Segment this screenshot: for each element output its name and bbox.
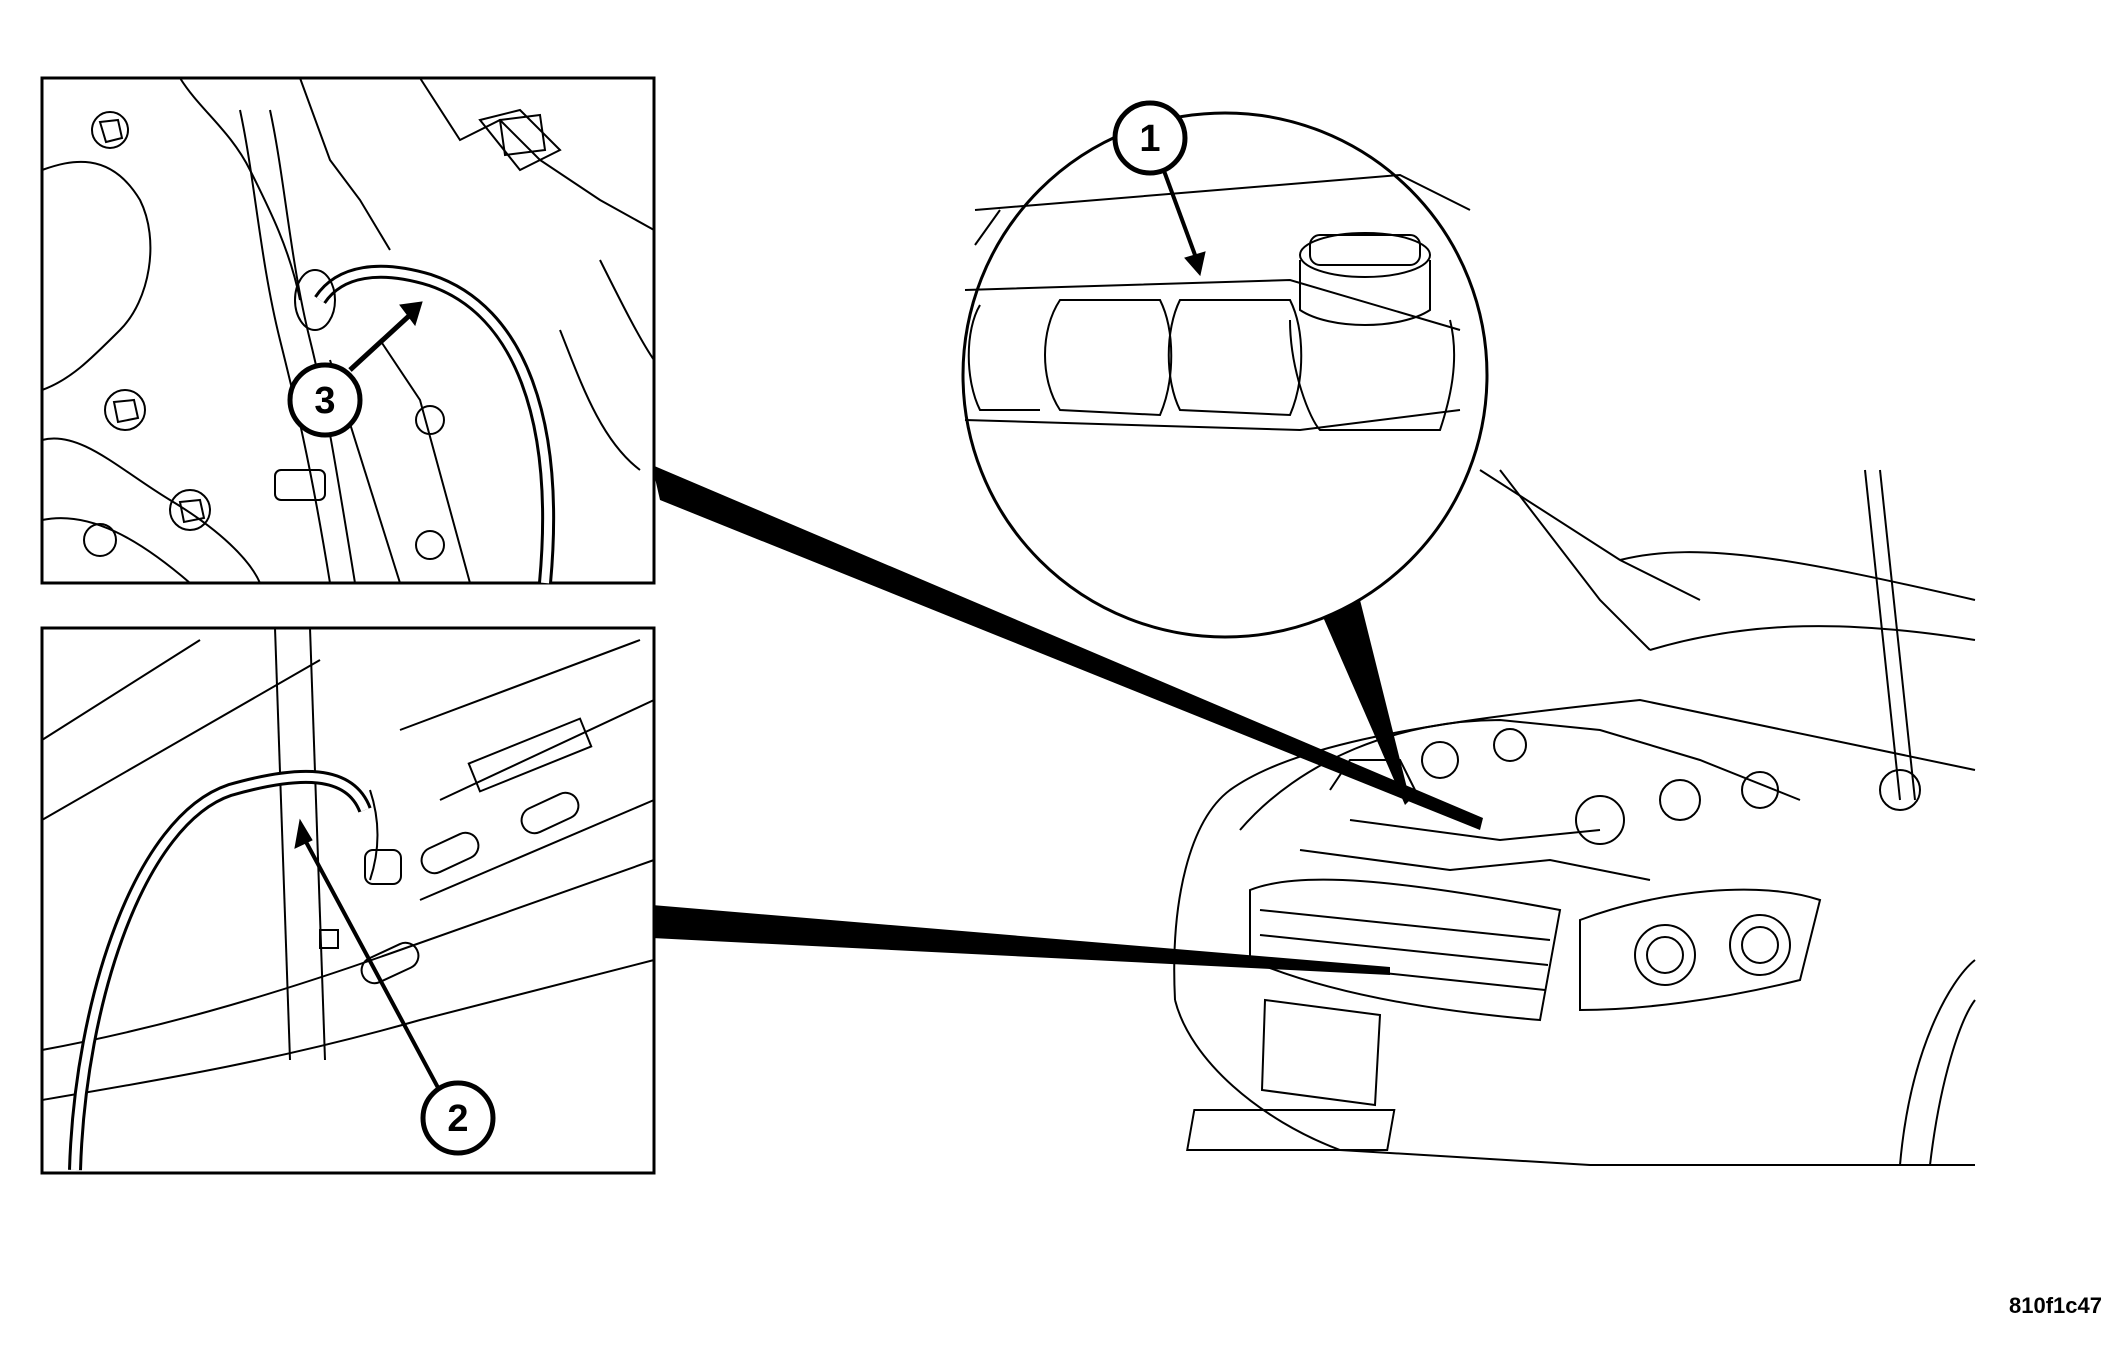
inset-lower-hose: [40, 626, 656, 1175]
leader-wedge-bottom: [652, 905, 1390, 975]
leader-wedges: [652, 465, 1483, 975]
callout-3: 3: [287, 362, 363, 438]
vehicle-front: [1173, 469, 1976, 1166]
inset-upper-hose: [40, 76, 656, 585]
figure-id: 810f1c47: [2009, 1293, 2102, 1318]
leader-wedge-circle: [1320, 580, 1410, 805]
callout-1: 1: [1112, 100, 1188, 176]
inset-coolant-reservoir: [961, 111, 1489, 639]
callout-1-label: 1: [1139, 118, 1160, 160]
callout-3-label: 3: [314, 380, 335, 422]
leader-wedge-top: [652, 465, 1483, 830]
callout-leaders: [294, 159, 1206, 1111]
callout-2-label: 2: [447, 1098, 468, 1140]
callout-2: 2: [420, 1080, 496, 1156]
